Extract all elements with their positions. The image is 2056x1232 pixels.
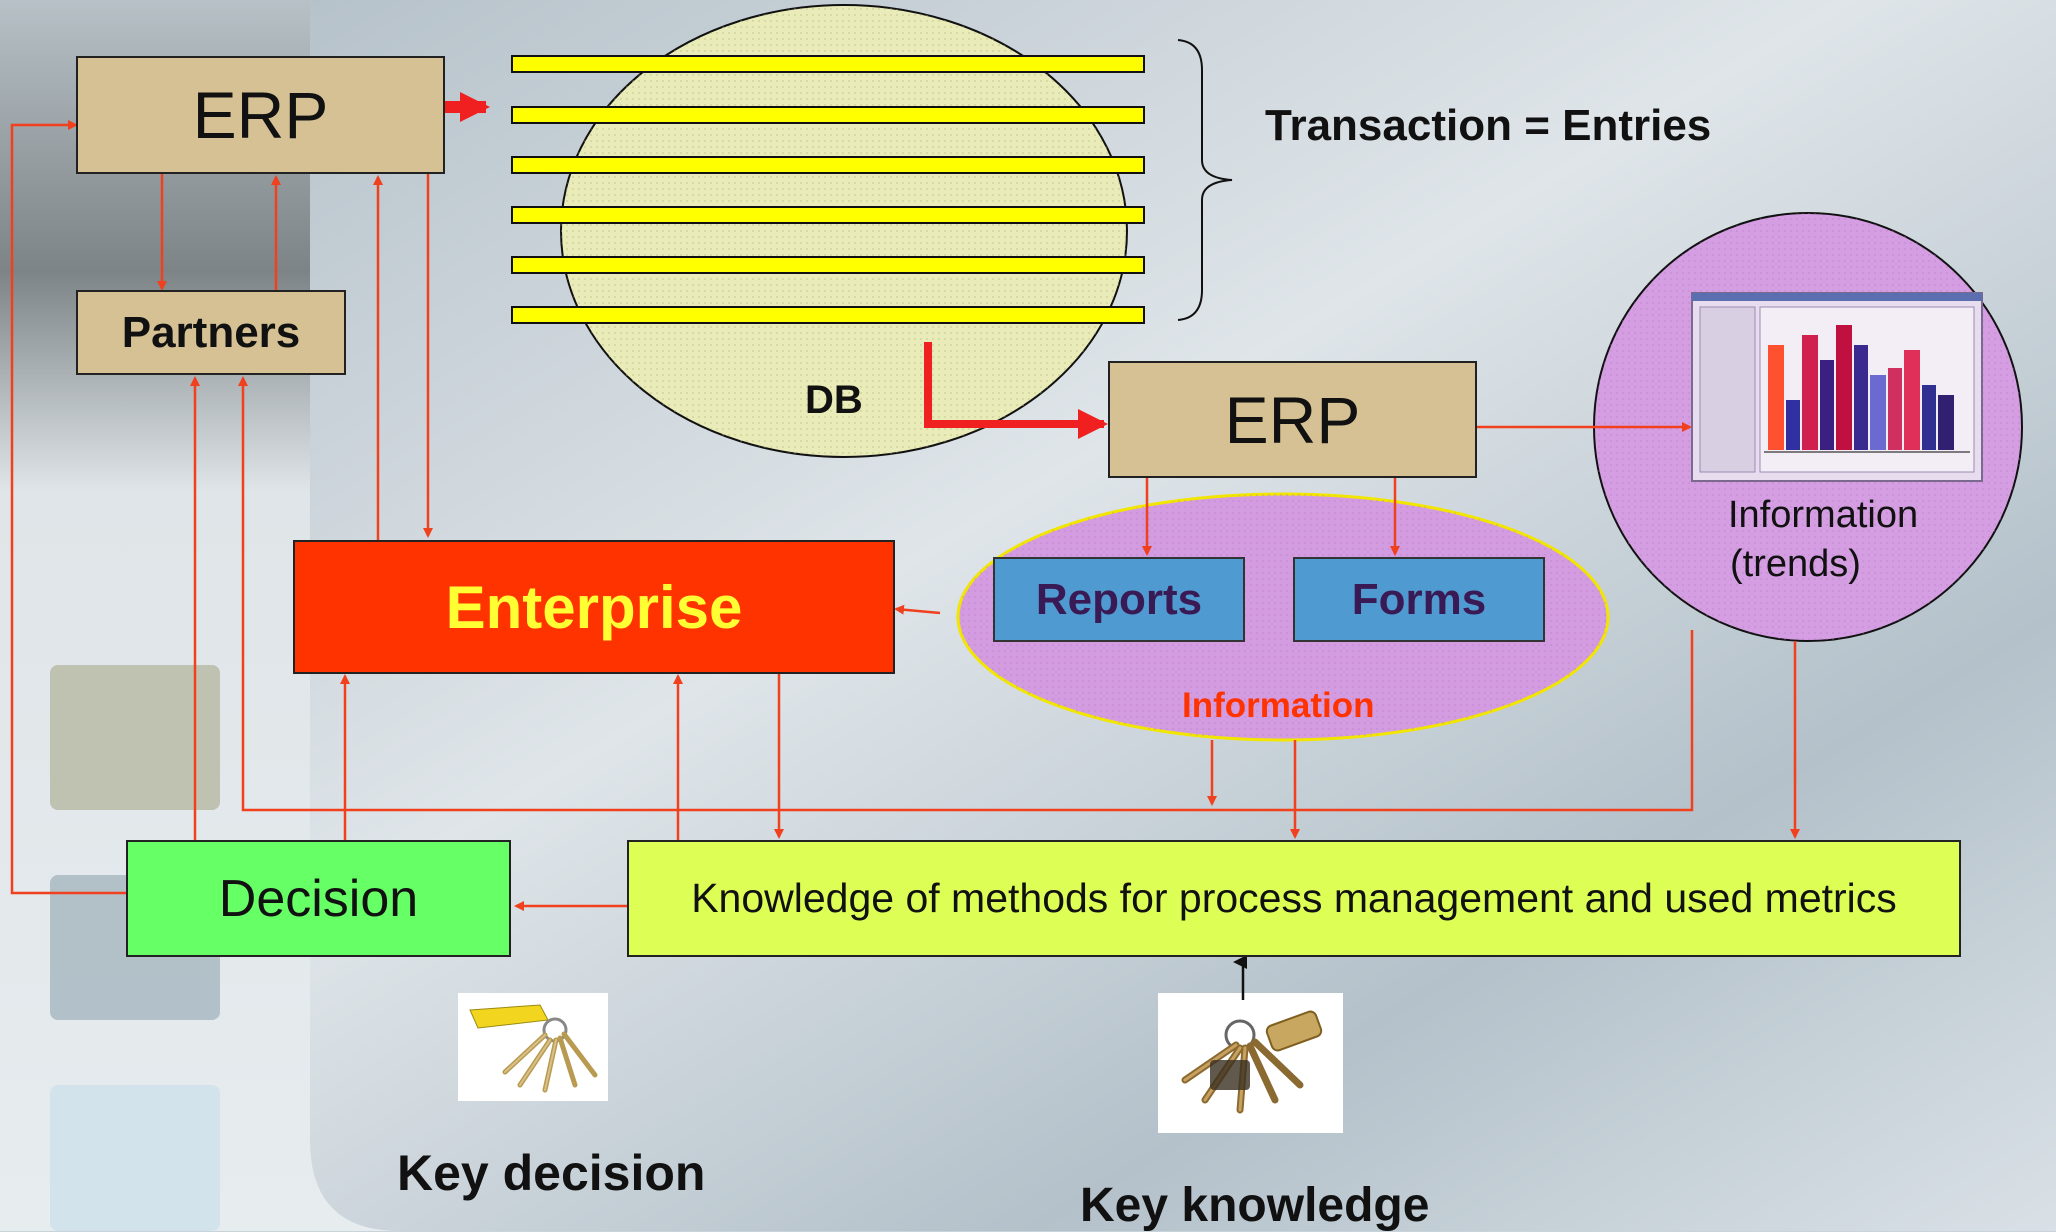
enterprise-label: Enterprise bbox=[445, 573, 743, 641]
reports-box: Reports bbox=[993, 557, 1245, 642]
trends-label-line2: (trends) bbox=[1730, 543, 1861, 585]
connector-lines bbox=[10, 120, 1800, 911]
transaction-brace bbox=[1177, 39, 1233, 321]
forms-box: Forms bbox=[1293, 557, 1545, 642]
knowledge-label: Knowledge of methods for process managem… bbox=[691, 875, 1897, 921]
db-label: DB bbox=[805, 378, 863, 422]
key-decision-image bbox=[458, 993, 608, 1101]
trends-label-line1: Information bbox=[1728, 494, 1919, 536]
knowledge-box: Knowledge of methods for process managem… bbox=[627, 840, 1961, 957]
enterprise-box: Enterprise bbox=[293, 540, 895, 674]
key-knowledge-image bbox=[1158, 993, 1343, 1133]
transaction-label: Transaction = Entries bbox=[1265, 101, 1712, 150]
information-oval bbox=[956, 492, 1610, 742]
key-knowledge-label: Key knowledge bbox=[1080, 1179, 1430, 1232]
erp-mid-label: ERP bbox=[1224, 382, 1361, 457]
forms-label: Forms bbox=[1351, 574, 1487, 624]
decor-square-3 bbox=[50, 1085, 220, 1231]
erp-top-box: ERP bbox=[76, 56, 445, 174]
partners-label: Partners bbox=[121, 307, 301, 357]
information-label: Information bbox=[1182, 686, 1375, 725]
decision-label: Decision bbox=[218, 869, 419, 928]
transaction-stripes bbox=[511, 55, 1145, 324]
db-to-erp-arrow bbox=[924, 342, 1108, 439]
partners-box: Partners bbox=[76, 290, 346, 375]
reports-label: Reports bbox=[1035, 574, 1203, 624]
decision-box: Decision bbox=[126, 840, 511, 957]
trend-chart-thumbnail bbox=[1691, 292, 1983, 482]
key-decision-label: Key decision bbox=[397, 1145, 706, 1201]
erp-mid-box: ERP bbox=[1108, 361, 1477, 478]
decor-square-1 bbox=[50, 665, 220, 810]
erp-top-label: ERP bbox=[192, 78, 329, 152]
